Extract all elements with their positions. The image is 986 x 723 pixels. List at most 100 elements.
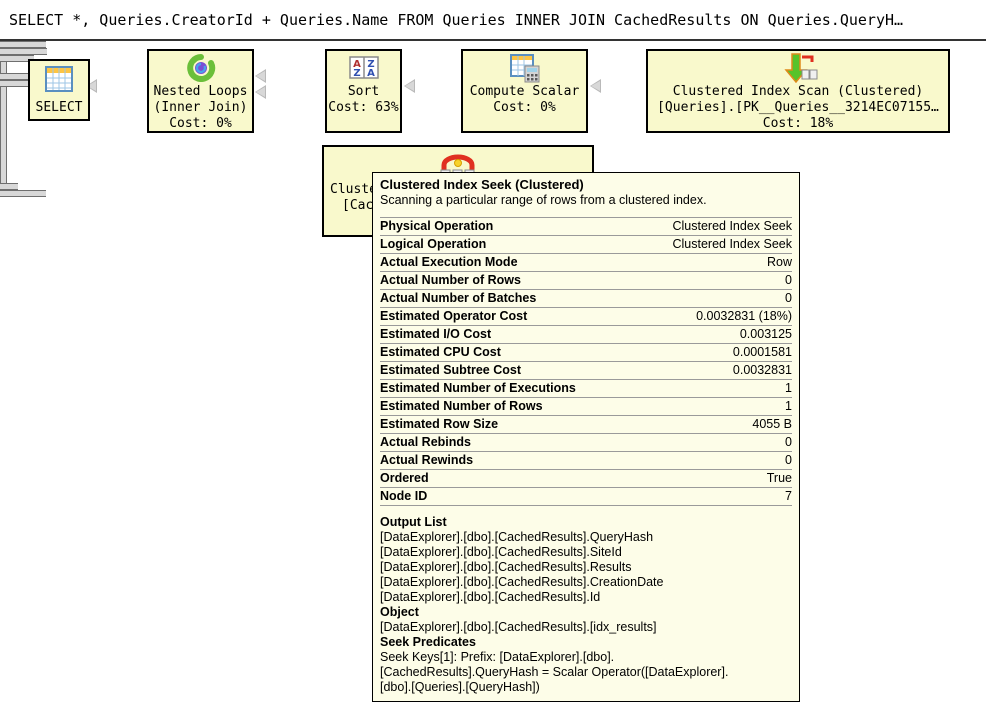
tooltip-property-key: Physical Operation — [380, 217, 636, 236]
connector-arrow-compute — [590, 79, 601, 93]
connector-seek-h2 — [0, 183, 18, 190]
connector-sort-up-h2 — [0, 73, 33, 80]
connector-scan-to-compute — [0, 41, 46, 48]
connector-seek-v — [0, 87, 7, 183]
tooltip-property-value: 0.003125 — [635, 325, 792, 344]
plan-node-index-scan-object: [Queries].[PK__Queries__3214EC07155… — [657, 100, 939, 115]
connector-arrow-nested-upper — [255, 69, 266, 83]
tooltip-property-key: Estimated CPU Cost — [380, 343, 636, 362]
svg-text:A: A — [367, 68, 375, 79]
plan-node-index-scan-cost: Cost: 18% — [762, 116, 834, 131]
tooltip-property-value: 1 — [635, 379, 792, 398]
svg-text:Z: Z — [367, 59, 374, 70]
result-grid-icon — [43, 65, 75, 100]
connector-arrow-select — [86, 79, 97, 93]
index-scan-icon — [648, 53, 948, 83]
plan-node-select[interactable]: SELECT — [28, 59, 90, 121]
tooltip-property-key: Ordered — [380, 469, 636, 488]
tooltip-property-value: 0.0032831 — [635, 361, 792, 380]
svg-text:Z: Z — [353, 68, 360, 79]
tooltip-section-line: [DataExplorer].[dbo].[CachedResults].Res… — [380, 560, 632, 574]
tooltip-property-value: 0 — [635, 271, 792, 290]
tooltip-property-key: Estimated Number of Executions — [380, 379, 636, 398]
plan-node-select-label: SELECT — [35, 100, 83, 115]
connector-compute-to-sort — [0, 48, 47, 55]
tooltip-description: Scanning a particular range of rows from… — [380, 193, 707, 207]
plan-node-compute-scalar-name: Compute Scalar — [469, 84, 580, 99]
nested-loops-icon — [149, 53, 252, 83]
connector-arrow-nested-lower — [255, 85, 266, 99]
plan-node-nested-loops[interactable]: Nested Loops (Inner Join) Cost: 0% — [147, 49, 254, 133]
connector-sort-up-h1 — [0, 55, 34, 62]
tooltip-property-value: 0 — [635, 433, 792, 452]
tooltip-property-value: 0 — [635, 289, 792, 308]
tooltip-section: Output List[DataExplorer].[dbo].[CachedR… — [380, 515, 792, 605]
tooltip-section-heading: Object — [380, 605, 419, 619]
tooltip-property-value: 1 — [635, 397, 792, 416]
plan-node-clustered-index-scan[interactable]: Clustered Index Scan (Clustered) [Querie… — [646, 49, 950, 133]
plan-node-index-seek-name: Cluste — [330, 182, 377, 197]
plan-node-compute-scalar[interactable]: Compute Scalar Cost: 0% — [461, 49, 588, 133]
tooltip-section-line: [DataExplorer].[dbo].[CachedResults].Sit… — [380, 545, 622, 559]
plan-node-sort[interactable]: A Z Z A Sort Cost: 63% — [325, 49, 402, 133]
query-statement: SELECT *, Queries.CreatorId + Queries.Na… — [9, 11, 904, 29]
tooltip-section-line: [DataExplorer].[dbo].[CachedResults].[id… — [380, 620, 657, 634]
connector-arrow-sort — [404, 79, 415, 93]
tooltip-section-line: Seek Keys[1]: Prefix: [DataExplorer].[db… — [380, 650, 615, 664]
tooltip-section-line: [DataExplorer].[dbo].[CachedResults].Que… — [380, 530, 654, 544]
tooltip-property-key: Node ID — [380, 487, 636, 506]
plan-node-compute-scalar-cost: Cost: 0% — [493, 100, 556, 115]
tooltip-property-key: Actual Rebinds — [380, 433, 636, 452]
tooltip-property-value: True — [635, 469, 792, 488]
plan-node-nested-loops-name: Nested Loops — [153, 84, 248, 99]
tooltip-property-key: Logical Operation — [380, 235, 636, 254]
tooltip-section-line: [dbo].[Queries].[QueryHash]) — [380, 680, 540, 694]
tooltip-property-value: 0 — [635, 451, 792, 470]
connector-nested-to-select — [0, 190, 46, 197]
tooltip-property-value: 4055 B — [635, 415, 792, 434]
plan-node-index-seek-object: [Cach — [342, 198, 382, 213]
tooltip-property-value: Row — [635, 253, 792, 272]
plan-node-nested-loops-join: (Inner Join) — [153, 100, 248, 115]
connector-sort-up-v — [0, 62, 7, 73]
header-divider — [0, 39, 986, 41]
tooltip-section: Object[DataExplorer].[dbo].[CachedResult… — [380, 605, 792, 635]
compute-scalar-icon — [463, 53, 586, 83]
tooltip-section-line: [DataExplorer].[dbo].[CachedResults].Id — [380, 590, 601, 604]
tooltip-section-heading: Output List — [380, 515, 447, 529]
tooltip-property-key: Actual Execution Mode — [380, 253, 636, 272]
connector-seek-h1 — [0, 80, 46, 87]
plan-node-sort-cost: Cost: 63% — [328, 100, 399, 115]
plan-node-index-scan-name: Clustered Index Scan (Clustered) — [672, 84, 924, 99]
tooltip-property-key: Estimated Operator Cost — [380, 307, 636, 326]
tooltip-property-key: Estimated Number of Rows — [380, 397, 636, 416]
tooltip-property-key: Estimated Row Size — [380, 415, 636, 434]
plan-node-nested-loops-cost: Cost: 0% — [169, 116, 232, 131]
tooltip-property-value: Clustered Index Seek — [635, 217, 792, 236]
svg-text:A: A — [353, 59, 361, 70]
tooltip-property-key: Actual Number of Batches — [380, 289, 636, 308]
tooltip-property-key: Estimated Subtree Cost — [380, 361, 636, 380]
tooltip-section-line: [DataExplorer].[dbo].[CachedResults].Cre… — [380, 575, 664, 589]
tooltip-property-value: 0.0001581 — [635, 343, 792, 362]
operator-tooltip: Clustered Index Seek (Clustered) Scannin… — [372, 172, 800, 702]
execution-plan-canvas[interactable]: SELECT Nested Loops (Inner Join) Cost: 0… — [0, 41, 986, 723]
tooltip-section-heading: Seek Predicates — [380, 635, 476, 649]
tooltip-property-key: Actual Rewinds — [380, 451, 636, 470]
